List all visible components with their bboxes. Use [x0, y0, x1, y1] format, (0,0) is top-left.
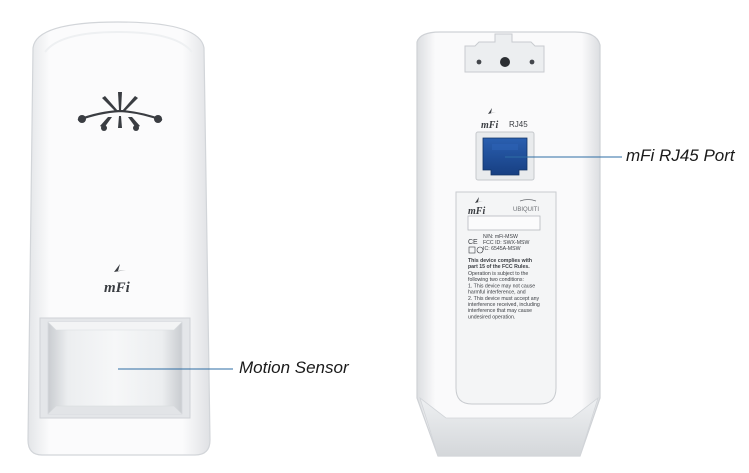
sticker-info-icon	[476, 246, 484, 254]
sticker-weee-icon	[468, 246, 476, 254]
back-device: mFi RJ45 mFi UBIQUITI CE N/N: mFi-MSW FC…	[416, 31, 601, 457]
front-device: mFi	[27, 21, 211, 456]
sticker-conditions-line: 2. This device must accept any	[468, 296, 540, 302]
mounting-bracket	[464, 33, 545, 73]
back-bottom-bevel	[419, 396, 599, 457]
sticker-conditions-line: Operation is subject to the	[468, 271, 528, 277]
sticker-compliance-line: This device complies with	[468, 258, 532, 264]
rj45-label: RJ45	[509, 120, 528, 129]
port-mfi-logo-icon: mFi	[481, 108, 498, 131]
motion-sensor-lens	[47, 321, 183, 415]
front-mfi-logo-icon: mFi	[104, 264, 131, 296]
sticker-conditions-line: harmful interference, and	[468, 290, 526, 296]
sticker-fcc-line: FCC ID: SWX-MSW	[483, 240, 529, 246]
sticker-conditions-line: undesired operation.	[468, 314, 515, 320]
front-top-highlight	[44, 30, 193, 53]
rj45-port-callout: mFi RJ45 Port	[626, 146, 735, 165]
sticker-mfi-logo-icon: mFi	[468, 197, 485, 217]
sticker-nn-line: N/N: mFi-MSW	[483, 234, 518, 240]
sticker-brand-text: UBIQUITI	[513, 207, 539, 213]
bracket-screw-center-icon	[500, 57, 510, 67]
bracket-screw-left-icon	[476, 59, 482, 65]
sticker-mfi-logo-text: mFi	[468, 206, 485, 217]
sticker-ce-mark: CE	[468, 239, 478, 246]
sticker-conditions-line: interference received, including	[468, 302, 540, 308]
port-mfi-logo-text: mFi	[481, 120, 498, 131]
sticker-ubiquiti-icon	[519, 199, 537, 202]
sticker-conditions-line: interference that may cause	[468, 308, 532, 314]
sticker-conditions-line: 1. This device may not cause	[468, 283, 535, 289]
motion-sensor-callout: Motion Sensor	[239, 358, 349, 377]
ubiquiti-logo-icon	[77, 92, 163, 131]
sticker-barcode-field	[467, 215, 541, 231]
sticker-compliance-line: part 15 of the FCC Rules.	[468, 264, 530, 270]
bracket-screw-right-icon	[529, 59, 535, 65]
sticker-ic-line: IC: 6545A-MSW	[483, 246, 521, 252]
label-sticker	[455, 191, 557, 405]
front-mfi-logo-text: mFi	[104, 280, 131, 296]
sticker-conditions-line: following two conditions:	[468, 277, 524, 283]
